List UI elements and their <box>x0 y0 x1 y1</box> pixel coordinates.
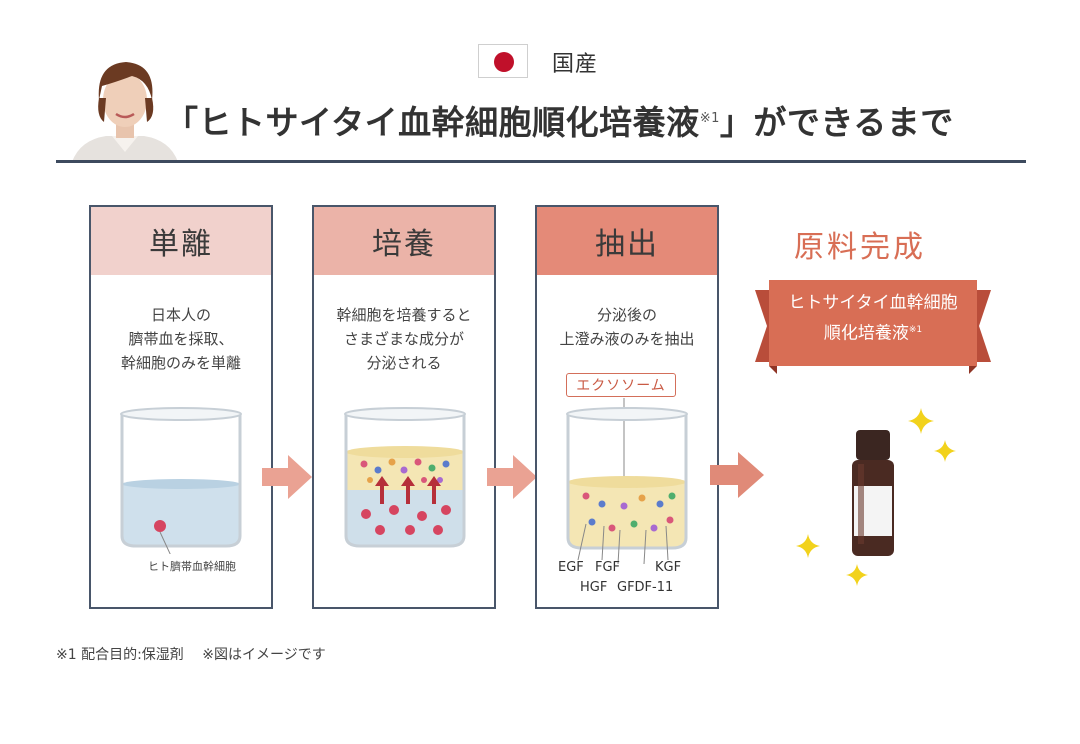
serum-bottle-icon <box>852 430 894 556</box>
beaker-culture-icon <box>344 407 466 548</box>
arrow-right-icon <box>710 452 764 498</box>
sparkle-icon <box>796 534 820 558</box>
step-description: 日本人の臍帯血を採取、幹細胞のみを単離 <box>120 306 241 372</box>
ribbon-banner <box>755 280 991 374</box>
step-title: 培養 <box>314 207 494 275</box>
factor-label: HGF <box>580 580 608 595</box>
japan-flag-icon <box>478 44 528 78</box>
step-description: 幹細胞を培養するとさまざまな成分が分泌される <box>336 306 472 372</box>
step-title: 抽出 <box>537 207 717 275</box>
ribbon-text: ヒトサイタイ血幹細胞 順化培養液※1 <box>788 293 958 344</box>
title-divider <box>56 160 1026 163</box>
beaker-isolation-icon <box>120 407 242 554</box>
step-title: 単離 <box>91 207 271 275</box>
sparkle-icon <box>934 440 956 462</box>
arrow-right-icon <box>487 455 537 499</box>
origin-label: 国産 <box>552 52 599 77</box>
factor-label: GFDF-11 <box>617 580 674 595</box>
factor-label: FGF <box>595 560 621 575</box>
result-title: 原料完成 <box>794 230 926 265</box>
beaker-extraction-icon <box>566 398 688 565</box>
portrait-image <box>72 62 178 162</box>
sparkle-icon <box>846 564 868 586</box>
sparkle-icon <box>908 408 934 434</box>
exosome-badge: エクソソーム <box>566 373 676 397</box>
factor-label: EGF <box>558 560 584 575</box>
arrow-right-icon <box>262 455 312 499</box>
step-description: 分泌後の上澄み液のみを抽出 <box>559 306 695 348</box>
cell-label: ヒト臍帯血幹細胞 <box>148 560 236 573</box>
footnote: ※1 配合目的:保湿剤 ※図はイメージです <box>56 647 326 663</box>
page-title: 「ヒトサイタイ血幹細胞順化培養液※1」ができるまで <box>165 103 954 142</box>
title-note-mark: ※1 <box>699 111 720 126</box>
factor-label: KGF <box>655 560 682 575</box>
